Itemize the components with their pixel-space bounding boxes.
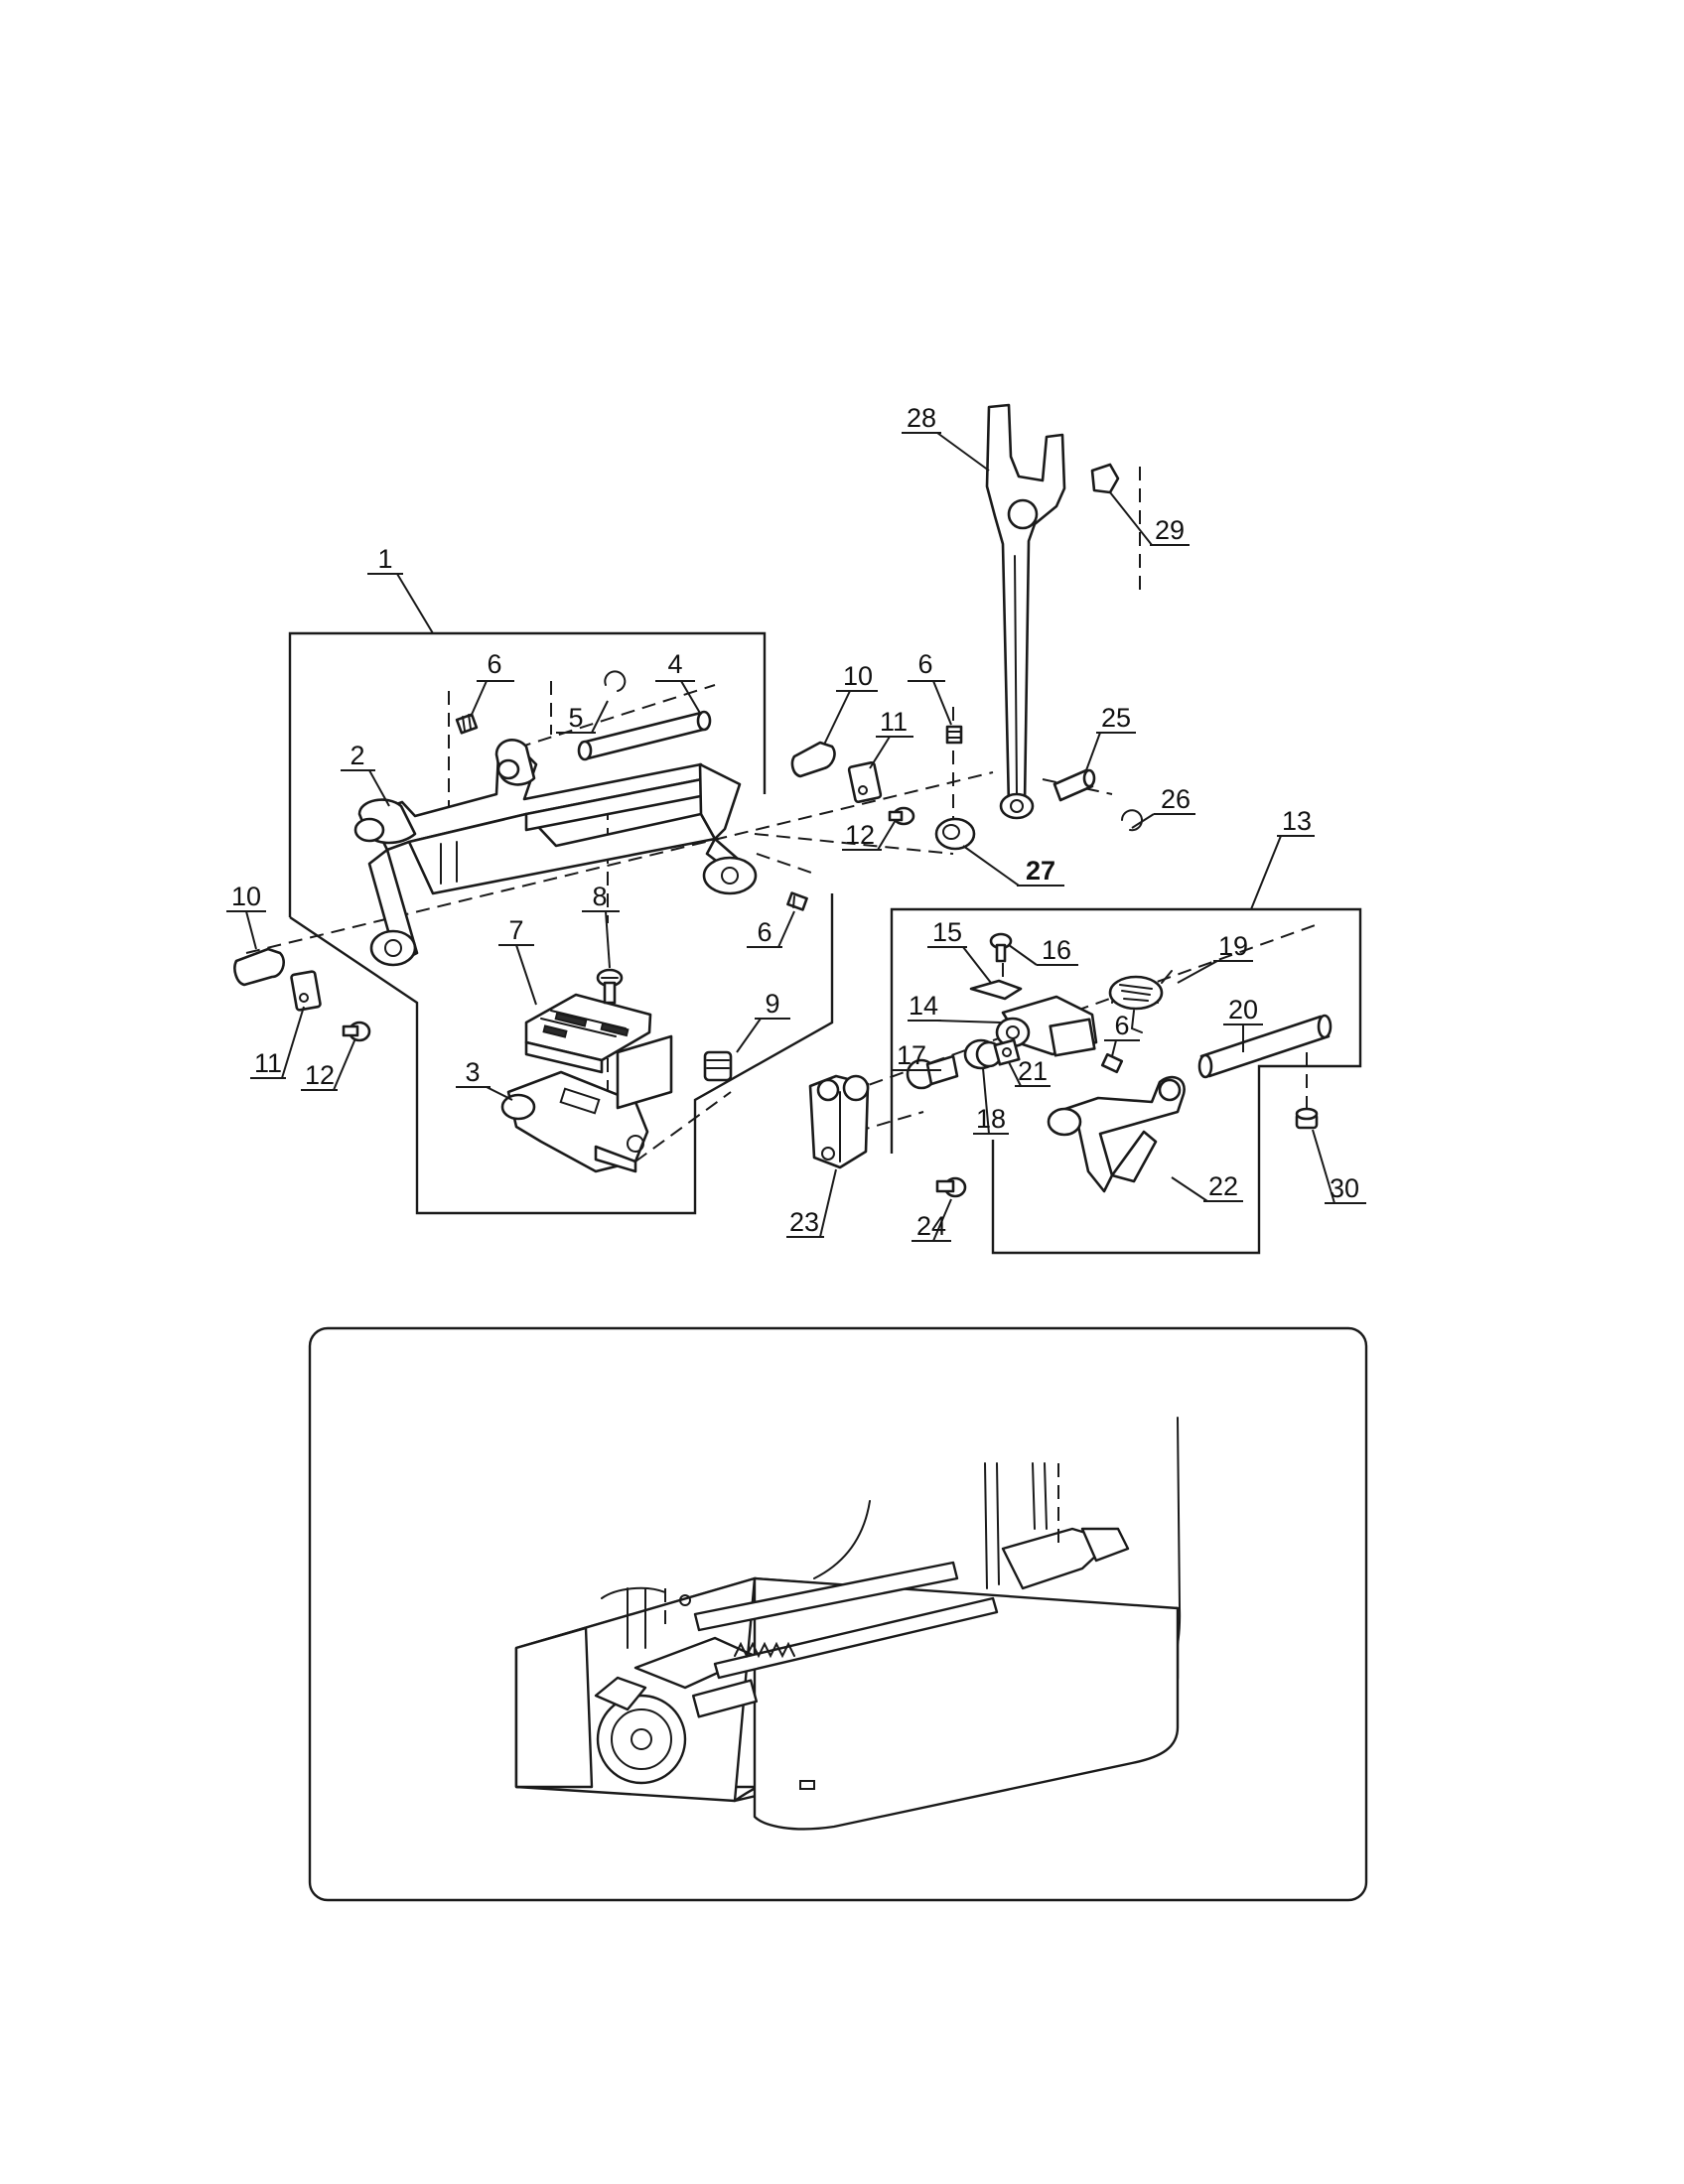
part-label-3: 3	[465, 1057, 480, 1087]
location-inset	[308, 1326, 1368, 1902]
part-label-12b: 12	[305, 1060, 335, 1090]
screw-16	[989, 932, 1013, 963]
part-label-29: 29	[1155, 515, 1185, 545]
part-label-9: 9	[765, 989, 779, 1019]
part-label-26: 26	[1161, 784, 1191, 814]
part-label-15: 15	[932, 917, 962, 947]
part-label-16: 16	[1042, 935, 1071, 965]
collar-27	[934, 817, 976, 851]
part-label-6d: 6	[1114, 1011, 1129, 1040]
shaft-4	[577, 710, 712, 761]
setscrew-6b	[786, 891, 808, 911]
screw-12b	[342, 1021, 371, 1042]
pin-17	[906, 1054, 959, 1090]
e-ring-26	[1121, 809, 1143, 832]
e-ring-5	[604, 670, 627, 692]
plate-15	[969, 979, 1023, 1001]
spring-19	[1108, 970, 1173, 1033]
part-label-23: 23	[789, 1207, 819, 1237]
part-label-11b: 11	[254, 1048, 282, 1078]
part-label-28: 28	[907, 403, 936, 433]
setscrew-6a	[455, 713, 479, 735]
part-label-12a: 12	[845, 820, 875, 850]
link-23	[808, 1074, 870, 1169]
inset-frame	[308, 1326, 1368, 1902]
screw-8	[596, 968, 624, 1005]
part-label-8: 8	[592, 882, 607, 911]
part-label-25: 25	[1101, 703, 1131, 733]
part-label-13: 13	[1282, 806, 1312, 836]
part-label-6b: 6	[757, 917, 772, 947]
part-label-24: 24	[916, 1211, 946, 1241]
pin-25	[1052, 768, 1096, 802]
spacer-9	[703, 1050, 733, 1082]
lever-28	[985, 403, 1066, 820]
part-label-1: 1	[377, 544, 392, 574]
part-label-10a: 10	[843, 661, 873, 691]
part-label-2: 2	[350, 741, 364, 770]
setscrew-30	[1295, 1107, 1319, 1130]
part-label-6a: 6	[487, 649, 501, 679]
cap-29	[1090, 463, 1120, 494]
plate-11b	[290, 970, 322, 1012]
part-label-17: 17	[897, 1040, 926, 1070]
part-label-11a: 11	[880, 707, 908, 737]
feed-dog-part	[524, 993, 652, 1074]
collar-18	[963, 1038, 1003, 1070]
screw-24	[935, 1176, 967, 1198]
cap-10b	[233, 947, 285, 987]
assembly-frame-1	[288, 631, 834, 1215]
part-label-5: 5	[568, 703, 583, 733]
cap-10a	[790, 741, 836, 778]
part-number-labels: 1 2 3 4 5 6 6 6 6 7 8 9 10 10 11 11 12 1…	[231, 403, 1359, 1241]
nut-21	[993, 1038, 1021, 1066]
leader-lines	[226, 432, 1366, 1242]
part-label-6c: 6	[917, 649, 932, 679]
shaft-20	[1197, 1014, 1333, 1079]
part-label-4: 4	[667, 649, 682, 679]
feed-plate-part	[500, 1034, 673, 1173]
part-label-19: 19	[1218, 931, 1248, 961]
part-label-22: 22	[1208, 1171, 1238, 1201]
part-label-30: 30	[1330, 1173, 1359, 1203]
feed-bar-part	[353, 739, 758, 967]
part-label-10b: 10	[231, 882, 261, 911]
assembly-frame-13	[890, 907, 1362, 1255]
bracket-14	[995, 995, 1098, 1057]
lever-22	[1047, 1075, 1186, 1193]
part-label-21: 21	[1018, 1056, 1048, 1086]
part-label-7: 7	[508, 915, 523, 945]
part-label-20: 20	[1228, 995, 1258, 1024]
part-label-27: 27	[1026, 856, 1055, 886]
part-label-18: 18	[976, 1104, 1006, 1134]
setscrew-6d	[1100, 1052, 1124, 1074]
setscrew-6c	[945, 725, 963, 745]
part-label-14: 14	[909, 991, 938, 1021]
plate-11a	[847, 760, 883, 804]
screw-12a	[888, 806, 915, 826]
